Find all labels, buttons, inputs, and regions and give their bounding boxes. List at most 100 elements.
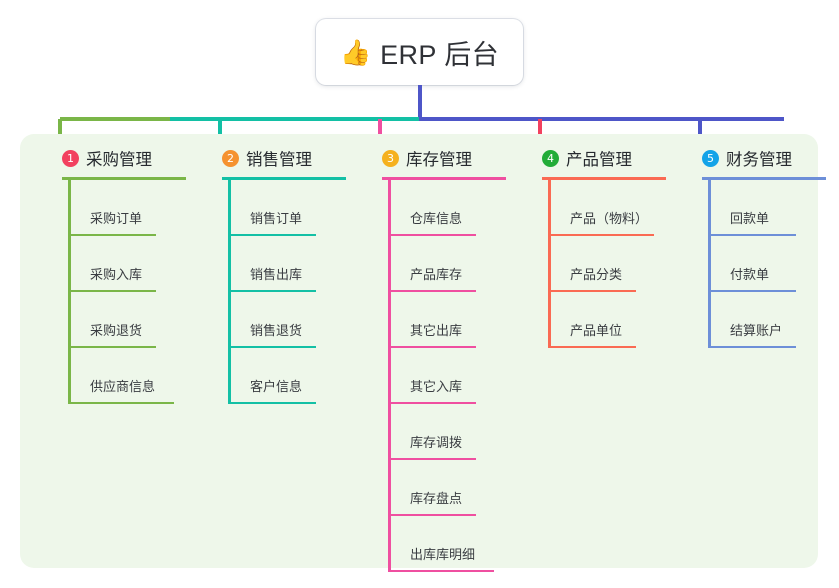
branch-number-badge: 3 xyxy=(382,149,399,167)
branch-item-label: 付款单 xyxy=(730,267,770,282)
branch-items-3: 仓库信息产品库存其它出库其它入库库存调拨库存盘点出库库明细 xyxy=(388,180,520,572)
branch-item-label: 产品（物料） xyxy=(570,211,649,226)
branch-item-underline xyxy=(548,234,654,236)
branch-item[interactable]: 销售出库 xyxy=(228,236,360,292)
branch-item-label: 产品单位 xyxy=(570,323,623,338)
branch-item[interactable]: 其它入库 xyxy=(388,348,520,404)
branch-column-3: 3 库存管理仓库信息产品库存其它出库其它入库库存调拨库存盘点出库库明细 xyxy=(360,134,520,572)
branch-item-underline xyxy=(388,290,476,292)
branch-item-label: 销售退货 xyxy=(250,323,303,338)
branch-items-1: 采购订单采购入库采购退货供应商信息 xyxy=(68,180,200,404)
branch-item[interactable]: 销售订单 xyxy=(228,180,360,236)
branch-item-label: 库存调拨 xyxy=(410,435,463,450)
branch-item[interactable]: 产品库存 xyxy=(388,236,520,292)
branch-spine xyxy=(388,180,391,572)
branch-title-underline xyxy=(62,177,186,180)
branch-item[interactable]: 供应商信息 xyxy=(68,348,200,404)
root-node-title: ERP 后台 xyxy=(380,39,500,70)
branch-item[interactable]: 销售退货 xyxy=(228,292,360,348)
bus-segment-3 xyxy=(419,117,784,121)
branch-item-underline xyxy=(388,458,476,460)
branch-number-badge: 5 xyxy=(702,149,719,167)
branch-item-label: 结算账户 xyxy=(730,323,783,338)
branch-item[interactable]: 客户信息 xyxy=(228,348,360,404)
branch-item[interactable]: 采购退货 xyxy=(68,292,200,348)
branch-item-label: 客户信息 xyxy=(250,379,303,394)
branch-item-underline xyxy=(548,290,636,292)
bus-segment-2 xyxy=(170,117,419,121)
branch-item-underline xyxy=(388,234,476,236)
branch-item[interactable]: 库存盘点 xyxy=(388,460,520,516)
branch-title-underline xyxy=(702,177,826,180)
branch-item-underline xyxy=(708,346,796,348)
branch-item-label: 供应商信息 xyxy=(90,379,156,394)
root-stem-connector xyxy=(418,85,422,121)
branch-spine xyxy=(68,180,71,404)
branch-item-underline xyxy=(228,290,316,292)
branch-item[interactable]: 产品（物料） xyxy=(548,180,680,236)
branch-number-badge: 1 xyxy=(62,149,79,167)
branch-items-5: 回款单付款单结算账户 xyxy=(708,180,839,348)
branch-item-label: 采购订单 xyxy=(90,211,143,226)
branch-item[interactable]: 仓库信息 xyxy=(388,180,520,236)
branch-item-label: 销售订单 xyxy=(250,211,303,226)
branch-item-label: 其它入库 xyxy=(410,379,463,394)
branch-item[interactable]: 结算账户 xyxy=(708,292,839,348)
branch-item-label: 销售出库 xyxy=(250,267,303,282)
branch-item[interactable]: 出库库明细 xyxy=(388,516,520,572)
branch-item-underline xyxy=(68,346,156,348)
branch-item-underline xyxy=(708,234,796,236)
branch-item-underline xyxy=(68,402,174,404)
branch-spine xyxy=(548,180,551,348)
branch-title: 销售管理 xyxy=(246,151,312,169)
branch-item-underline xyxy=(228,234,316,236)
branch-item-label: 采购入库 xyxy=(90,267,143,282)
branch-column-2: 2 销售管理销售订单销售出库销售退货客户信息 xyxy=(200,134,360,404)
branch-item-underline xyxy=(388,402,476,404)
branch-number-badge: 2 xyxy=(222,149,239,167)
branch-item-label: 产品分类 xyxy=(570,267,623,282)
branch-header-3[interactable]: 3 库存管理 xyxy=(360,134,520,180)
bus-segment-1 xyxy=(60,117,170,121)
branch-spine xyxy=(708,180,711,348)
branch-title-underline xyxy=(542,177,666,180)
branch-item[interactable]: 其它出库 xyxy=(388,292,520,348)
branch-item[interactable]: 采购入库 xyxy=(68,236,200,292)
branch-item-underline xyxy=(388,346,476,348)
branch-item[interactable]: 产品分类 xyxy=(548,236,680,292)
branch-title: 库存管理 xyxy=(406,151,472,169)
branch-header-2[interactable]: 2 销售管理 xyxy=(200,134,360,180)
root-node-card[interactable]: 👍 ERP 后台 xyxy=(316,19,523,85)
branch-header-row: 3 库存管理 xyxy=(360,146,520,170)
branch-item[interactable]: 付款单 xyxy=(708,236,839,292)
branch-item-underline xyxy=(68,290,156,292)
thumbs-up-icon: 👍 xyxy=(339,38,372,67)
branch-item[interactable]: 回款单 xyxy=(708,180,839,236)
branch-item-underline xyxy=(68,234,156,236)
branch-item-underline xyxy=(708,290,796,292)
branch-item-label: 出库库明细 xyxy=(410,547,476,562)
branch-header-row: 2 销售管理 xyxy=(200,146,360,170)
branch-item-underline xyxy=(228,402,316,404)
branch-number-badge: 4 xyxy=(542,149,559,167)
branch-item[interactable]: 库存调拨 xyxy=(388,404,520,460)
branch-item-label: 回款单 xyxy=(730,211,770,226)
branch-spine xyxy=(228,180,231,404)
branch-item-underline xyxy=(388,570,494,572)
branch-item[interactable]: 采购订单 xyxy=(68,180,200,236)
branch-item[interactable]: 产品单位 xyxy=(548,292,680,348)
branch-item-label: 产品库存 xyxy=(410,267,463,282)
branch-item-underline xyxy=(388,514,476,516)
branch-item-label: 库存盘点 xyxy=(410,491,463,506)
root-node-content: 👍 ERP 后台 xyxy=(340,33,499,72)
